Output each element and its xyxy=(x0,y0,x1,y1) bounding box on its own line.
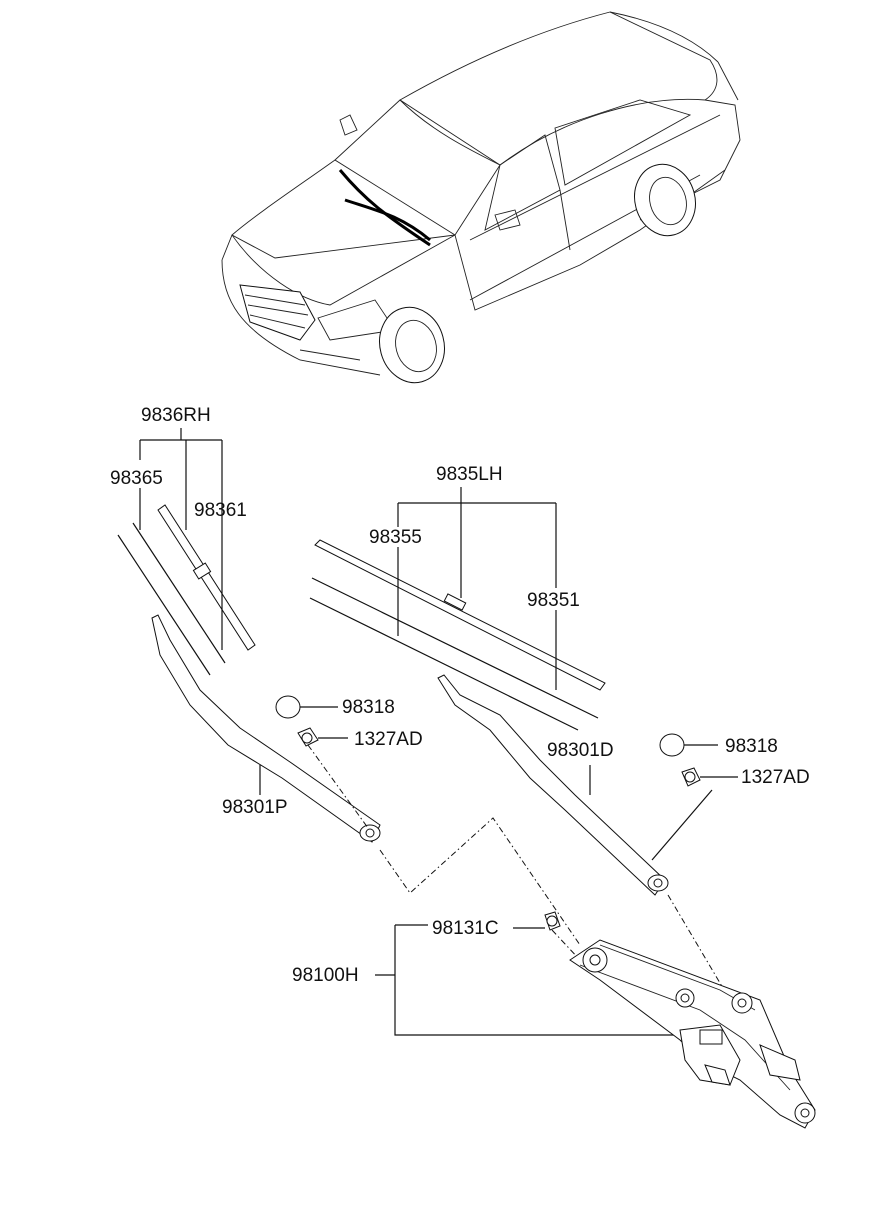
label-cap-d: 98318 xyxy=(725,736,778,757)
label-lh-blade-set: 9835LH xyxy=(436,464,503,485)
car-illustration xyxy=(221,11,741,384)
lh-blade-group xyxy=(309,487,606,731)
label-arm-p: 98301P xyxy=(222,797,288,818)
label-linkage-assy: 98100H xyxy=(292,965,359,986)
label-nut-p: 1327AD xyxy=(354,729,423,750)
label-rh-refill: 98365 xyxy=(110,468,163,489)
label-lh-blade: 98351 xyxy=(527,590,580,611)
label-rh-blade-set: 9836RH xyxy=(141,405,211,426)
label-linkage-cap: 98131C xyxy=(432,918,499,939)
label-rh-blade: 98361 xyxy=(194,500,247,521)
arm-d-group xyxy=(437,674,738,1001)
linkage-group xyxy=(375,911,816,1129)
rh-blade-group xyxy=(117,428,256,676)
label-nut-d: 1327AD xyxy=(741,767,810,788)
label-arm-d: 98301D xyxy=(547,740,614,761)
arm-p-group xyxy=(151,614,581,946)
label-lh-refill: 98355 xyxy=(369,527,422,548)
label-cap-p: 98318 xyxy=(342,697,395,718)
